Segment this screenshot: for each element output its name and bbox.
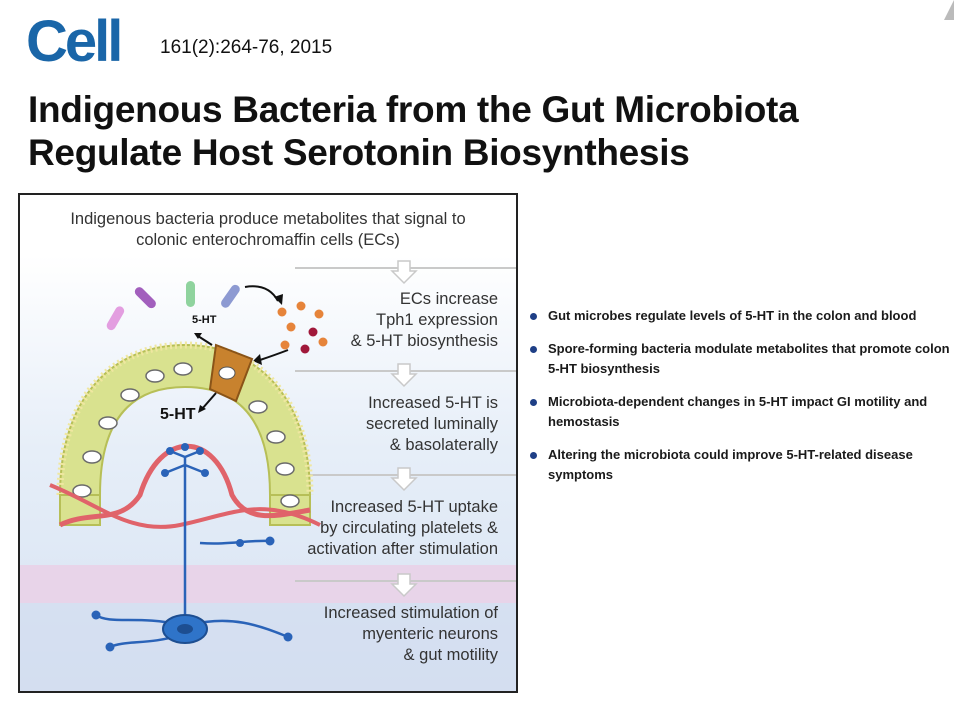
bullet-icon [530,452,537,459]
highlight-text: Spore-forming bacteria modulate metaboli… [548,341,950,376]
corner-arrow-icon [944,0,954,20]
epithelial-nuclei [72,362,300,508]
arrowhead-icon [274,294,283,305]
step-3-text: Increased 5-HT uptake by circulating pla… [307,498,498,558]
basolateral-5ht-label: 5-HT [160,406,196,423]
microvilli [56,341,314,496]
graphical-abstract: Indigenous bacteria produce metabolites … [18,193,518,693]
cell-journal-logo: Cell [26,9,123,74]
neuron-nucleus [177,624,193,634]
arrowhead-icon [194,333,202,339]
bullet-icon [530,313,537,320]
highlight-item: Microbiota-dependent changes in 5-HT imp… [530,392,950,432]
ec-nucleus [218,366,236,380]
blood-vessel-outer [49,483,321,529]
luminal-5ht-label: 5-HT [192,314,217,326]
highlight-text: Gut microbes regulate levels of 5-HT in … [548,308,917,323]
highlights-list: Gut microbes regulate levels of 5-HT in … [530,306,950,498]
step-1-text: ECs increase Tph1 expression & 5-HT bios… [350,290,498,350]
title-line-1: Indigenous Bacteria from the Gut Microbi… [28,89,799,130]
highlight-item: Gut microbes regulate levels of 5-HT in … [530,306,950,326]
basolateral-secretion-arrow [201,392,217,410]
bullet-icon [530,346,537,353]
abstract-headline: Indigenous bacteria produce metabolites … [70,210,466,249]
signal-arrow [259,349,289,361]
step-4-text: Increased stimulation of myenteric neuro… [323,604,498,664]
paper-title: Indigenous Bacteria from the Gut Microbi… [28,88,948,174]
title-line-2: Regulate Host Serotonin Biosynthesis [28,132,690,173]
citation: 161(2):264-76, 2015 [160,37,333,58]
muscle-band [20,565,516,603]
metabolite-dots [277,301,328,354]
highlight-item: Altering the microbiota could improve 5-… [530,445,950,485]
arrowhead-icon [198,405,206,413]
bacteria [106,281,240,331]
arrowhead-icon [253,354,262,365]
bullet-icon [530,399,537,406]
luminal-secretion-arrow [197,335,213,346]
step-2-text: Increased 5-HT is secreted luminally & b… [365,394,498,454]
graphical-abstract-illustration [20,255,516,691]
highlight-text: Microbiota-dependent changes in 5-HT imp… [548,394,928,429]
highlight-item: Spore-forming bacteria modulate metaboli… [530,339,950,379]
highlight-text: Altering the microbiota could improve 5-… [548,447,913,482]
neuron-terminals [91,443,293,652]
down-arrow-icon [390,260,418,598]
